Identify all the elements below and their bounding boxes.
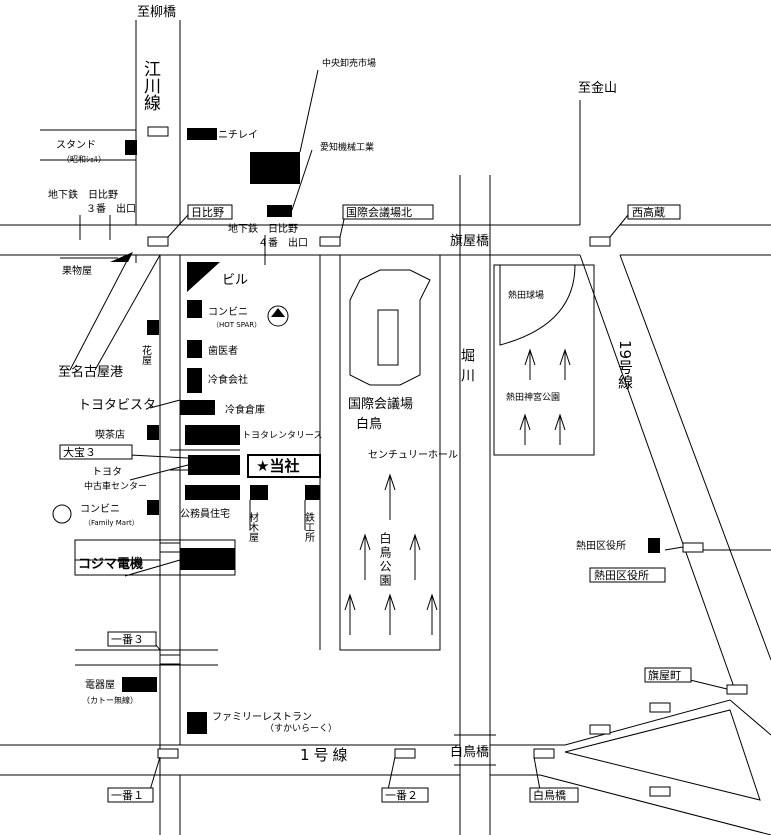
our-company-box — [247, 454, 321, 478]
route19-label: 19号線 — [616, 340, 634, 389]
atsuta-ward-office-label: 熱田区役所 — [576, 539, 626, 552]
family-restaurant-sub-label: （すかいらーく） — [265, 723, 337, 734]
tekkousho-label: 鉄工所 — [303, 511, 315, 543]
signal-icon — [319, 236, 341, 247]
conbini2-sub-label: （Family Mart） — [84, 519, 139, 527]
reishoku-soko-label: 冷食倉庫 — [225, 403, 265, 416]
route1-label: 1号線 — [300, 746, 352, 764]
signal-icon — [682, 542, 704, 553]
signal-icon — [159, 654, 181, 665]
signal-icon — [589, 236, 611, 247]
signal-icon — [157, 748, 179, 759]
koumuin-label: 公務員住宅 — [180, 507, 230, 520]
doctor-symbol — [267, 305, 289, 327]
building-label: ビル — [222, 273, 248, 288]
otakara3-signal-label: 大宝３ — [63, 445, 96, 459]
ichiban1-signal-label: 一番１ — [111, 789, 144, 802]
our-company-label: ★当社 — [256, 457, 299, 475]
conbini2-label: コンビニ — [80, 503, 120, 515]
reishoku-label: 冷食会社 — [208, 373, 248, 386]
traffic-signals — [147, 126, 748, 797]
subway3-exit-label: ３番 出口 — [86, 202, 136, 215]
atsuta-jingu-park-label: 熱田神宮公園 — [506, 391, 560, 403]
shiratoribashi-road-label: 白鳥橋 — [450, 744, 489, 760]
ichiban3-signal-label: 一番３ — [111, 633, 144, 646]
signal-icon — [159, 542, 181, 553]
central-market-label: 中央卸売市場 — [322, 57, 376, 69]
smiley-icon — [52, 504, 72, 524]
atsuta-kuyakusho-signal-label: 熱田区役所 — [594, 568, 649, 582]
denki-label: 電器屋 — [85, 679, 115, 691]
subway3-label: 地下鉄 日比野 — [48, 188, 118, 201]
kokusai-kaigijo-kita-signal-label: 国際会議場北 — [346, 205, 412, 219]
conbini1-sub-label: （HOT SPAR） — [212, 321, 261, 329]
century-hall-label: センチュリーホール — [368, 449, 458, 461]
stand-sub-label: （昭和ｼｪﾙ） — [62, 155, 106, 164]
shiratori-label: 白鳥 — [356, 416, 382, 432]
atsuta-stadium-label: 熱田球場 — [508, 289, 544, 301]
edagawa-line-label: 江川線 — [140, 60, 161, 111]
toyota-vista-label: トヨタビスタ — [78, 398, 156, 413]
ichiban2-signal-label: 一番２ — [385, 789, 418, 802]
doctor-label: 歯医者 — [208, 344, 238, 357]
shiratori-park-label: 白鳥公園 — [378, 531, 392, 588]
tree-symbols — [344, 348, 571, 635]
buildings — [110, 128, 660, 734]
signal-icon — [147, 126, 169, 137]
atsuta-stadium-shape — [499, 264, 576, 346]
signal-icon — [589, 724, 611, 735]
signal-icon — [394, 748, 416, 759]
zaimokuya-label: 材木屋 — [247, 511, 259, 542]
signal-icon — [649, 786, 671, 797]
kaigijo-shape — [349, 269, 431, 386]
shiratoribashi-signal-label: 白鳥橋 — [533, 788, 566, 802]
to-meinagoya-label: 至名古屋港 — [58, 364, 123, 380]
nishitakakura-signal-label: 西高蔵 — [632, 205, 665, 219]
denki-sub-label: （カトー無線） — [82, 695, 138, 705]
kokusai-kaigijo-label: 国際会議場 — [348, 397, 413, 412]
hibino-signal-label: 日比野 — [191, 206, 224, 219]
conbini1-label: コンビニ — [208, 306, 248, 318]
subway4-label: 地下鉄 日比野 — [228, 222, 298, 235]
signal-icon — [533, 748, 555, 759]
nichirei-label: ニチレイ — [218, 129, 258, 141]
fruit-shop-label: 果物屋 — [62, 264, 92, 277]
signal-icon — [726, 684, 748, 695]
signal-name-boxes: 日比野 国際会議場北 西高蔵 大宝３ 一番３ 熱田区役所 旗屋町 一番１ 一番２… — [59, 204, 692, 803]
aichi-kikai-label: 愛知機械工業 — [320, 141, 374, 153]
to-kanayama-label: 至金山 — [578, 80, 617, 96]
toyota-rental-label: トヨタレンタリース — [242, 430, 323, 441]
subway4-exit-label: ４番 出口 — [258, 236, 308, 249]
signal-icon — [649, 702, 671, 713]
toyota-used-sub-label: 中古車センター — [84, 480, 147, 492]
family-restaurant-label: ファミリーレストラン — [212, 711, 312, 723]
toyota-used-label: トヨタ — [92, 466, 122, 478]
flower-label: 花屋 — [140, 344, 152, 365]
horikawa-label: 堀川 — [459, 348, 475, 388]
kissaten-label: 喫茶店 — [95, 428, 125, 441]
hatayabashi-label: 旗屋橋 — [450, 233, 489, 249]
stand-label: スタンド — [56, 139, 96, 151]
signal-icon — [147, 236, 169, 247]
hataya-cho-signal-label: 旗屋町 — [648, 668, 681, 682]
kojima-label: コジマ電機 — [78, 556, 143, 572]
to-yanagibashi-label: 至柳橋 — [137, 5, 176, 20]
